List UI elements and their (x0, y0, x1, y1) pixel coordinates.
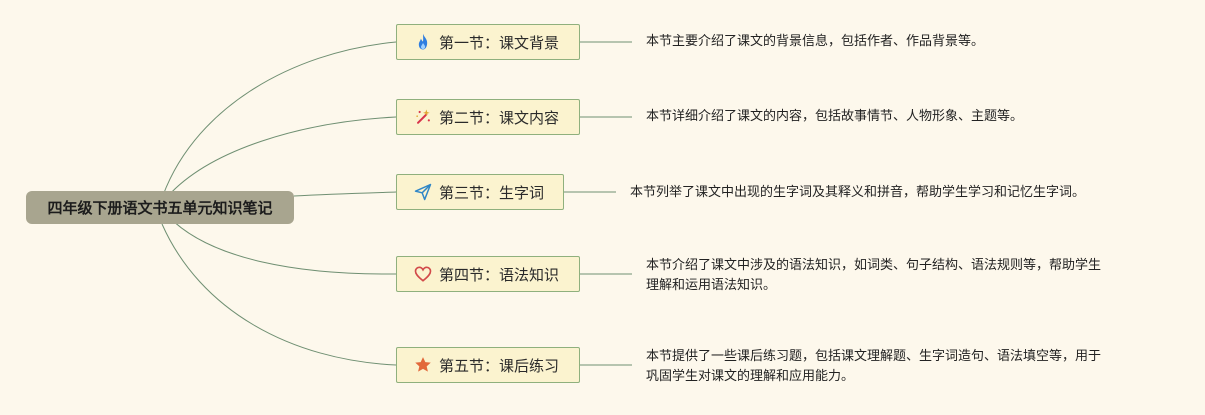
connector-root-to-section-2 (167, 116, 397, 197)
section-1-description: 本节主要介绍了课文的背景信息，包括作者、作品背景等。 (646, 32, 984, 52)
section-5-desc-line-2: 巩固学生对课文的理解和应用能力。 (646, 369, 855, 384)
section-2-title: 第二节：课文内容 (439, 108, 560, 127)
section-1-desc-line-1: 本节主要介绍了课文的背景信息，包括作者、作品背景等。 (646, 34, 985, 49)
section-2-description: 本节详细介绍了课文的内容，包括故事情节、人物形象、主题等。 (646, 107, 1023, 127)
branch-node-section-3[interactable]: 第三节：生字词 (396, 174, 564, 210)
connector-root-to-section-5 (161, 223, 397, 366)
section-5-description: 本节提供了一些课后练习题，包括课文理解题、生字词造句、语法填空等，用于 巩固学生… (646, 347, 1101, 387)
heart-icon (413, 264, 433, 284)
root-node[interactable]: 四年级下册语文书五单元知识笔记 (26, 191, 294, 224)
connector-root-to-section-1 (159, 41, 397, 205)
root-title: 四年级下册语文书五单元知识笔记 (47, 199, 273, 217)
connector-root-to-section-4 (167, 215, 397, 275)
section-3-title: 第三节：生字词 (439, 183, 545, 202)
branch-node-section-5[interactable]: 第五节：课后练习 (396, 347, 580, 383)
flame-icon (413, 32, 433, 52)
section-4-description: 本节介绍了课文中涉及的语法知识，如词类、句子结构、语法规则等，帮助学生 理解和运… (646, 256, 1101, 296)
section-5-title: 第五节：课后练习 (439, 356, 560, 375)
star-icon (413, 355, 433, 375)
branch-node-section-2[interactable]: 第二节：课文内容 (396, 99, 580, 135)
branch-node-section-1[interactable]: 第一节：课文背景 (396, 24, 580, 60)
section-3-description: 本节列举了课文中出现的生字词及其释义和拼音，帮助学生学习和记忆生字词。 (630, 183, 1085, 203)
section-5-desc-line-1: 本节提供了一些课后练习题，包括课文理解题、生字词造句、语法填空等，用于 (646, 349, 1102, 364)
section-4-desc-line-2: 理解和运用语法知识。 (646, 278, 777, 293)
section-4-desc-line-1: 本节介绍了课文中涉及的语法知识，如词类、句子结构、语法规则等，帮助学生 (646, 258, 1102, 273)
section-1-title: 第一节：课文背景 (439, 33, 560, 52)
section-4-title: 第四节：语法知识 (439, 265, 560, 284)
connector-root-to-section-3 (293, 191, 397, 197)
paper-plane-icon (413, 182, 433, 202)
section-3-desc-line-1: 本节列举了课文中出现的生字词及其释义和拼音，帮助学生学习和记忆生字词。 (630, 185, 1086, 200)
magic-wand-icon (413, 107, 433, 127)
section-2-desc-line-1: 本节详细介绍了课文的内容，包括故事情节、人物形象、主题等。 (646, 109, 1024, 124)
branch-node-section-4[interactable]: 第四节：语法知识 (396, 256, 580, 292)
